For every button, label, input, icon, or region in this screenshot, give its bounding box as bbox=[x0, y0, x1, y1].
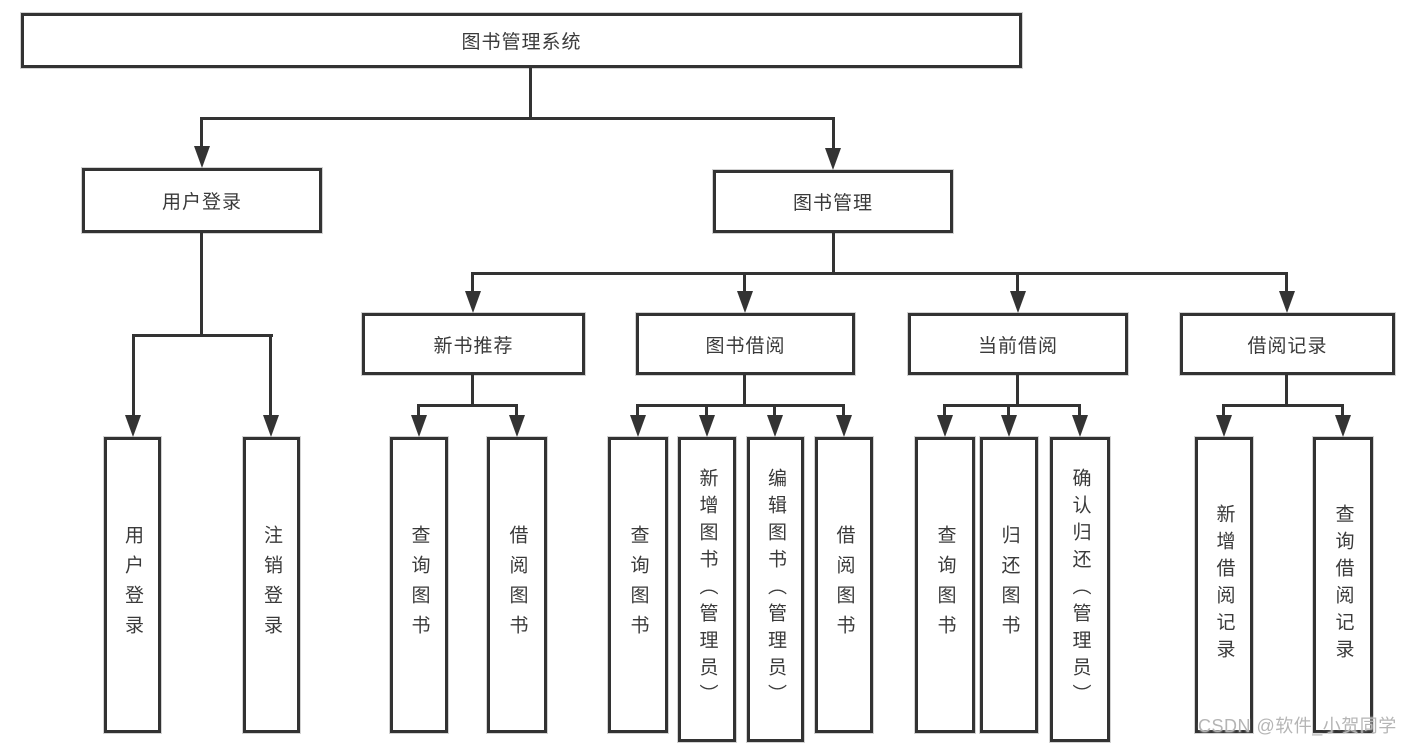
node-root: 图书管理系统 bbox=[21, 13, 1022, 68]
leaf-cb-confirm-return-admin-label: 确认归还（管理员） bbox=[1069, 468, 1091, 711]
leaf-bb-add-books-admin-label: 新增图书（管理员） bbox=[696, 468, 718, 711]
leaf-bb-borrow-books-label: 借阅图书 bbox=[833, 525, 855, 645]
connector-line bbox=[1285, 272, 1288, 294]
node-user-login-label: 用户登录 bbox=[161, 192, 242, 213]
arrowhead-down-icon bbox=[1335, 415, 1351, 437]
connector-line bbox=[515, 404, 518, 418]
arrowhead-down-icon bbox=[411, 415, 427, 437]
connector-line bbox=[529, 68, 532, 120]
connector-line bbox=[832, 233, 835, 275]
connector-line bbox=[1222, 404, 1225, 418]
leaf-rec-query-books: 查询图书 bbox=[390, 437, 448, 733]
connector-line bbox=[943, 404, 1081, 407]
leaf-cb-confirm-return-admin: 确认归还（管理员） bbox=[1050, 437, 1110, 742]
connector-line bbox=[1341, 404, 1344, 418]
arrowhead-down-icon bbox=[194, 146, 210, 168]
connector-line bbox=[636, 404, 845, 407]
leaf-logout: 注销登录 bbox=[243, 437, 300, 733]
connector-line bbox=[471, 375, 474, 407]
connector-line bbox=[743, 375, 746, 407]
connector-line bbox=[773, 404, 776, 418]
arrowhead-down-icon bbox=[630, 415, 646, 437]
leaf-bb-edit-books-admin: 编辑图书（管理员） bbox=[747, 437, 804, 742]
leaf-bb-query-books-label: 查询图书 bbox=[627, 525, 649, 645]
connector-line bbox=[743, 272, 746, 294]
arrowhead-down-icon bbox=[1072, 415, 1088, 437]
arrowhead-down-icon bbox=[737, 291, 753, 313]
connector-line bbox=[200, 117, 834, 120]
connector-line bbox=[1016, 375, 1019, 407]
leaf-br-query-record: 查询借阅记录 bbox=[1313, 437, 1373, 733]
node-root-label: 图书管理系统 bbox=[461, 32, 582, 53]
arrowhead-down-icon bbox=[1001, 415, 1017, 437]
connector-line bbox=[1016, 272, 1019, 294]
arrowhead-down-icon bbox=[1010, 291, 1026, 313]
connector-line bbox=[132, 334, 273, 337]
node-book-borrow: 图书借阅 bbox=[636, 313, 855, 375]
connector-line bbox=[636, 404, 639, 418]
arrowhead-down-icon bbox=[263, 415, 279, 437]
connector-line bbox=[1222, 404, 1344, 407]
connector-line bbox=[417, 404, 518, 407]
connector-line bbox=[471, 272, 1288, 275]
leaf-br-add-record: 新增借阅记录 bbox=[1195, 437, 1253, 733]
leaf-rec-query-books-label: 查询图书 bbox=[408, 525, 430, 645]
node-book-mgmt-label: 图书管理 bbox=[792, 193, 873, 214]
node-user-login: 用户登录 bbox=[82, 168, 322, 233]
connector-line bbox=[943, 404, 946, 418]
connector-line bbox=[132, 334, 135, 417]
leaf-bb-borrow-books: 借阅图书 bbox=[815, 437, 873, 733]
leaf-bb-edit-books-admin-label: 编辑图书（管理员） bbox=[765, 468, 786, 711]
connector-line bbox=[705, 404, 708, 418]
arrowhead-down-icon bbox=[1216, 415, 1232, 437]
leaf-logout-label: 注销登录 bbox=[261, 525, 282, 645]
arrowhead-down-icon bbox=[509, 415, 525, 437]
connector-line bbox=[417, 404, 420, 418]
leaf-user-login-label: 用户登录 bbox=[122, 525, 143, 645]
leaf-rec-borrow-books: 借阅图书 bbox=[487, 437, 547, 733]
connector-line bbox=[200, 117, 203, 148]
node-new-book-rec-label: 新书推荐 bbox=[433, 335, 514, 357]
node-book-mgmt: 图书管理 bbox=[713, 170, 953, 233]
arrowhead-down-icon bbox=[465, 291, 481, 313]
connector-line bbox=[1078, 404, 1081, 418]
arrowhead-down-icon bbox=[825, 148, 841, 170]
node-current-borrow-label: 当前借阅 bbox=[977, 335, 1058, 357]
leaf-cb-return-books: 归还图书 bbox=[980, 437, 1038, 733]
leaf-br-add-record-label: 新增借阅记录 bbox=[1213, 504, 1235, 666]
connector-line bbox=[842, 404, 845, 418]
watermark: CSDN @软件_小贺同学 bbox=[1198, 716, 1397, 736]
node-borrow-records-label: 借阅记录 bbox=[1247, 335, 1328, 357]
connector-line bbox=[269, 334, 272, 417]
arrowhead-down-icon bbox=[937, 415, 953, 437]
connector-line bbox=[832, 117, 835, 150]
leaf-cb-query-books-label: 查询图书 bbox=[934, 525, 956, 645]
node-current-borrow: 当前借阅 bbox=[908, 313, 1128, 375]
node-borrow-records: 借阅记录 bbox=[1180, 313, 1395, 375]
leaf-bb-query-books: 查询图书 bbox=[608, 437, 668, 733]
leaf-br-query-record-label: 查询借阅记录 bbox=[1332, 504, 1354, 666]
arrowhead-down-icon bbox=[125, 415, 141, 437]
leaf-cb-return-books-label: 归还图书 bbox=[998, 525, 1020, 645]
arrowhead-down-icon bbox=[699, 415, 715, 437]
connector-line bbox=[200, 233, 203, 337]
leaf-cb-query-books: 查询图书 bbox=[915, 437, 975, 733]
connector-line bbox=[471, 272, 474, 294]
arrowhead-down-icon bbox=[767, 415, 783, 437]
leaf-user-login: 用户登录 bbox=[104, 437, 161, 733]
connector-line bbox=[1285, 375, 1288, 407]
node-book-borrow-label: 图书借阅 bbox=[705, 335, 786, 357]
node-new-book-rec: 新书推荐 bbox=[362, 313, 585, 375]
leaf-rec-borrow-books-label: 借阅图书 bbox=[506, 525, 528, 645]
arrowhead-down-icon bbox=[836, 415, 852, 437]
connector-line bbox=[1007, 404, 1010, 418]
leaf-bb-add-books-admin: 新增图书（管理员） bbox=[678, 437, 736, 742]
arrowhead-down-icon bbox=[1279, 291, 1295, 313]
